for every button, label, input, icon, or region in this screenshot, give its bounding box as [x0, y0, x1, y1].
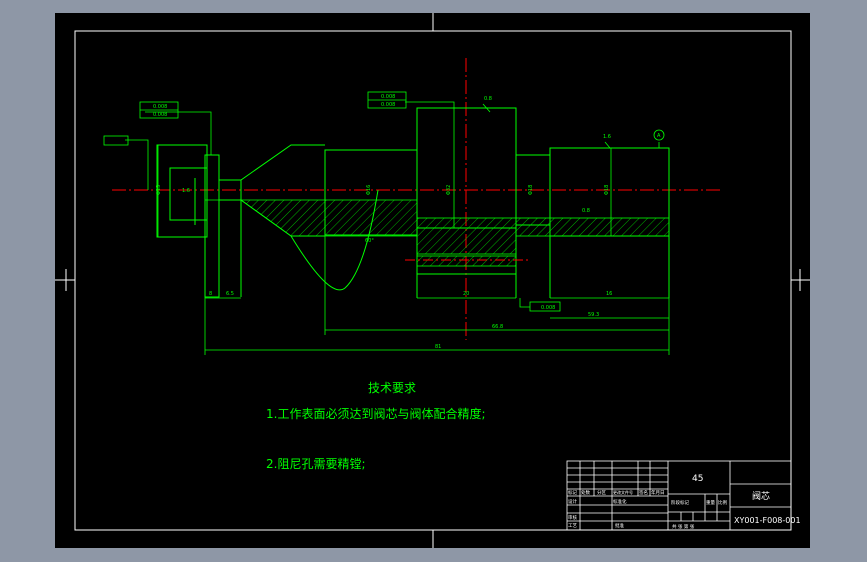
dim-dia2: Φ18	[604, 185, 610, 195]
dimension-texts: 81 66.8 59.3 8 6.5 20 16 60° Φ32 Φ18 Φ13…	[153, 94, 661, 350]
dim-dia1: Φ32	[446, 185, 452, 195]
tech-item-1: 1.工作表面必须达到阀芯与阀体配合精度;	[266, 406, 486, 421]
drawing-number: XY001-F008-001	[734, 516, 801, 525]
label-weight: 重量	[706, 499, 715, 506]
part-name: 阀芯	[752, 490, 770, 502]
dim-angle: 60°	[365, 238, 374, 244]
dim-seg2: 6.5	[226, 291, 234, 297]
label-zone: 分区	[597, 489, 606, 496]
roughness-1: 0.8	[484, 96, 492, 102]
dim-dia5: Φ18	[528, 185, 534, 195]
label-marker: 标记	[568, 489, 577, 496]
dim-right: 59.3	[588, 312, 599, 318]
dim-dia3: Φ13	[156, 185, 162, 195]
feature-control-frames	[103, 91, 665, 312]
title-block	[566, 460, 792, 531]
centerline	[112, 58, 720, 340]
label-sheet: 共 张 第 张	[672, 523, 695, 530]
title-block-text: 45 阀芯 XY001-F008-001 标记 处数 分区 更改文件号 签名 年…	[568, 474, 801, 530]
label-process: 工艺	[568, 523, 577, 529]
dim-total: 81	[435, 344, 441, 350]
label-change: 更改文件号	[613, 489, 633, 495]
dim-mid: 66.8	[492, 324, 503, 330]
label-design: 设计	[568, 498, 577, 505]
dim-seg1: 8	[209, 291, 212, 297]
dim-seg3: 20	[463, 291, 469, 297]
tech-heading: 技术要求	[368, 381, 416, 395]
dim-dia4: Φ16	[366, 185, 372, 195]
section-hatch	[205, 199, 670, 267]
drawing-sheet	[55, 13, 810, 548]
label-count: 处数	[581, 489, 590, 496]
tech-item-2: 2.阻尼孔需要精镗;	[266, 457, 366, 471]
fcf-value-3: 0.008	[381, 94, 395, 100]
dim-small: 0.8	[582, 208, 590, 214]
label-std: 标准化	[613, 498, 627, 505]
label-review: 审核	[568, 514, 577, 521]
fcf-value-5: 0.008	[541, 305, 555, 311]
label-stage: 阶段标记	[671, 499, 689, 506]
label-date: 年月日	[651, 489, 665, 496]
sheet-border	[55, 13, 810, 548]
tech-requirements: 技术要求 1.工作表面必须达到阀芯与阀体配合精度; 2.阻尼孔需要精镗;	[266, 381, 486, 471]
material: 45	[692, 474, 703, 484]
dim-seg4: 16	[606, 291, 612, 297]
label-ratio: 比例	[718, 499, 727, 506]
roughness-2: 1.6	[603, 134, 611, 140]
label-approve: 批准	[615, 522, 624, 529]
fcf-value-1: 0.008	[153, 104, 167, 110]
fcf-value-4: 0.008	[381, 102, 395, 108]
datum-label: A	[657, 133, 661, 139]
dim-small2: 1.6	[182, 188, 190, 194]
fcf-value-2: 0.008	[153, 112, 167, 118]
dimension-lines	[125, 101, 670, 355]
label-signature: 签名	[639, 489, 648, 496]
